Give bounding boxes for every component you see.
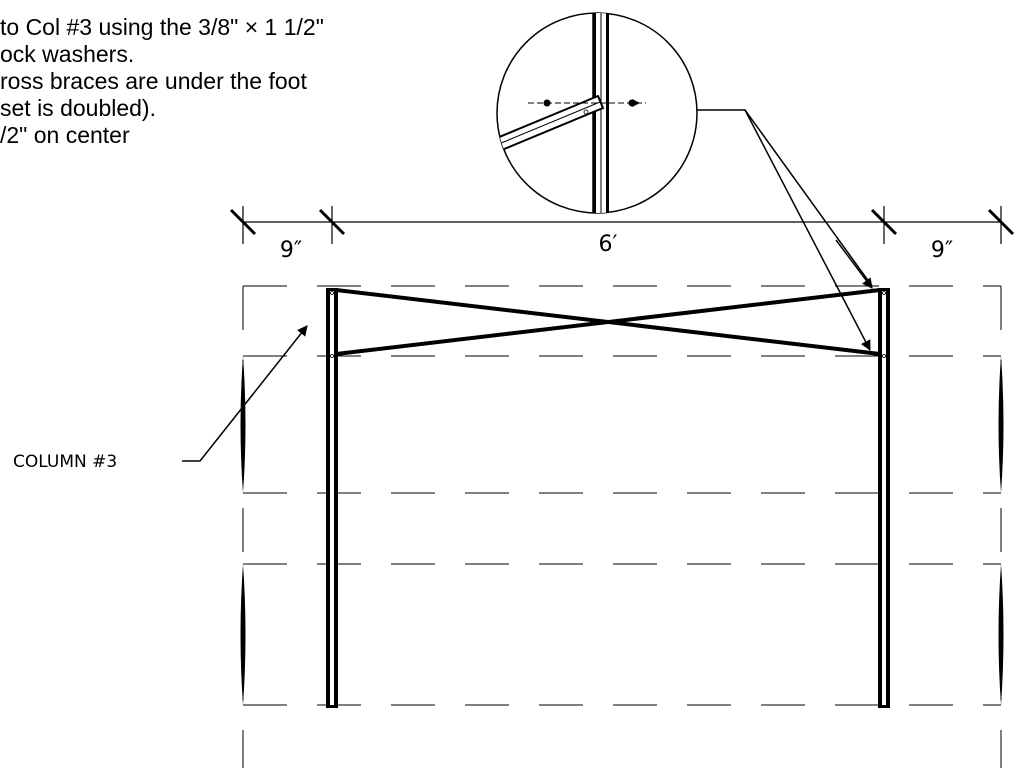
edge-lens-marks (240, 356, 1004, 705)
assembly-notes: to Col #3 using the 3/8" × 1 1/2" ock wa… (0, 14, 324, 149)
column-label: COLUMN #3 (13, 452, 117, 472)
note-line-1: to Col #3 using the 3/8" × 1 1/2" (0, 14, 324, 40)
right-column (878, 288, 890, 708)
dimension-line (242, 206, 1002, 244)
note-line-2: ock washers. (0, 41, 135, 67)
note-line-3: ross braces are under the foot (0, 68, 307, 94)
note-line-4: set is doubled). (0, 95, 156, 121)
column-label-leader (182, 325, 308, 462)
dimension-center: 6′ (599, 232, 618, 257)
detail-leader (697, 109, 873, 351)
hidden-lines (242, 285, 1002, 768)
note-line-5: /2" on center (0, 122, 130, 148)
left-column (326, 288, 338, 708)
dimension-ticks (229, 208, 1015, 236)
dimension-left: 9″ (280, 238, 302, 263)
detail-callout (496, 12, 698, 214)
cross-braces (335, 288, 881, 356)
dimension-right: 9″ (931, 238, 953, 263)
